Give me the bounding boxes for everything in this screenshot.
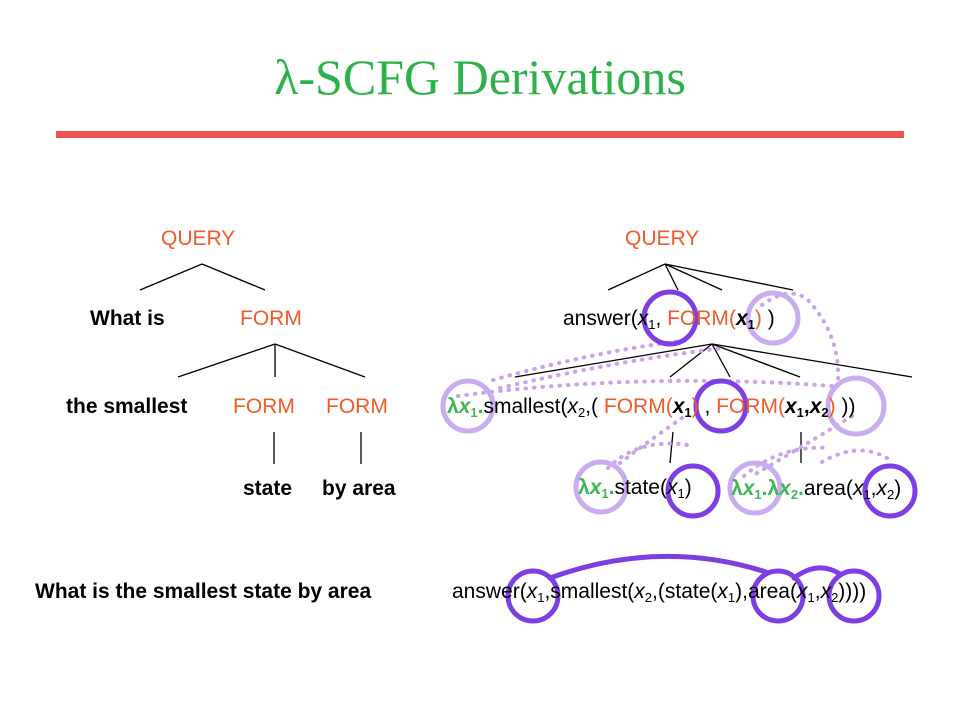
circle-bottom-state-x1 xyxy=(750,568,806,624)
right-row2-form-a: FORM xyxy=(603,395,666,418)
circle-bottom-x1 xyxy=(505,568,561,624)
left-form-node-3: FORM xyxy=(326,395,388,418)
edge-rform-5 xyxy=(711,343,913,378)
circle-state-x1 xyxy=(665,463,721,519)
right-query-node: QUERY xyxy=(625,227,700,250)
right-tree-edges xyxy=(514,263,913,464)
edge-rform-3 xyxy=(711,343,731,378)
link-state-x xyxy=(606,441,696,470)
circle-area-lambda1 xyxy=(727,460,783,516)
bottom-sentence: What is the smallest state by area xyxy=(35,580,372,603)
circle-area-x1x2 xyxy=(862,463,918,519)
circle-bottom-area-x1x2 xyxy=(826,568,882,624)
left-query-node: QUERY xyxy=(161,227,236,250)
title-text: -SCFG Derivations xyxy=(298,49,686,105)
right-row2-form-b: FORM xyxy=(716,395,778,418)
right-row2-smallest: λx1.smallest(x2,( FORM(x1) , FORM(x1,x2)… xyxy=(447,395,856,420)
title-underline xyxy=(56,131,904,138)
bottom-arcs xyxy=(547,553,843,581)
link-area-x1 xyxy=(742,445,830,478)
edge-rquery-3 xyxy=(664,263,723,291)
edge-form-smallest xyxy=(177,343,276,378)
left-state: state xyxy=(243,477,293,500)
link-row2-state xyxy=(614,416,684,468)
edge-rform2a-state xyxy=(669,431,674,464)
edge-rform-4 xyxy=(711,343,801,378)
edge-form-form3 xyxy=(274,343,366,378)
edge-rquery-1 xyxy=(607,263,666,291)
arc-x1-state xyxy=(547,553,769,581)
edge-rform-1 xyxy=(514,343,713,378)
edge-rquery-2 xyxy=(664,263,679,291)
variable-circles xyxy=(440,289,918,624)
left-form-node-2: FORM xyxy=(233,395,295,418)
circle-form-x1 xyxy=(745,290,801,346)
link-x1-row1-row2b xyxy=(498,346,726,390)
right-row1-answer: answer(x1, FORM(x1) ) xyxy=(563,307,775,332)
left-form-node-1: FORM xyxy=(240,307,302,330)
edge-query-whatis xyxy=(139,263,203,291)
slide-title: λ-SCFG Derivations xyxy=(0,48,960,106)
arc-state-area xyxy=(791,565,843,581)
link-row2-area xyxy=(750,414,854,478)
edge-query-form xyxy=(201,263,266,291)
edge-rquery-4 xyxy=(664,263,794,291)
right-row1-form: FORM xyxy=(667,307,729,330)
left-what-is: What is xyxy=(90,307,165,330)
circle-formb-x1x2 xyxy=(825,375,887,437)
title-lambda: λ xyxy=(274,49,299,105)
link-row2-right xyxy=(456,378,834,398)
left-by-area: by area xyxy=(322,477,396,500)
link-area-x2 xyxy=(820,448,892,464)
circle-forma-x1 xyxy=(693,378,749,434)
circle-lambda-x1 xyxy=(440,378,496,434)
link-x1-row1-row2a xyxy=(491,338,692,382)
right-row3-area: λx1.λx2.area(x1,x2) xyxy=(731,477,902,502)
bottom-logical-form: answer(x1,smallest(x2,(state(x1),area(x1… xyxy=(452,580,867,605)
left-tree-edges xyxy=(139,263,366,464)
link-x1-answer-form xyxy=(760,291,841,382)
edge-rform-2 xyxy=(669,343,713,378)
left-the-smallest: the smallest xyxy=(66,395,188,418)
right-row3-state: λx1.state(x1) xyxy=(578,476,692,501)
variable-links xyxy=(456,291,892,478)
circle-state-lambda xyxy=(573,459,629,515)
circle-answer-x1 xyxy=(641,289,699,347)
